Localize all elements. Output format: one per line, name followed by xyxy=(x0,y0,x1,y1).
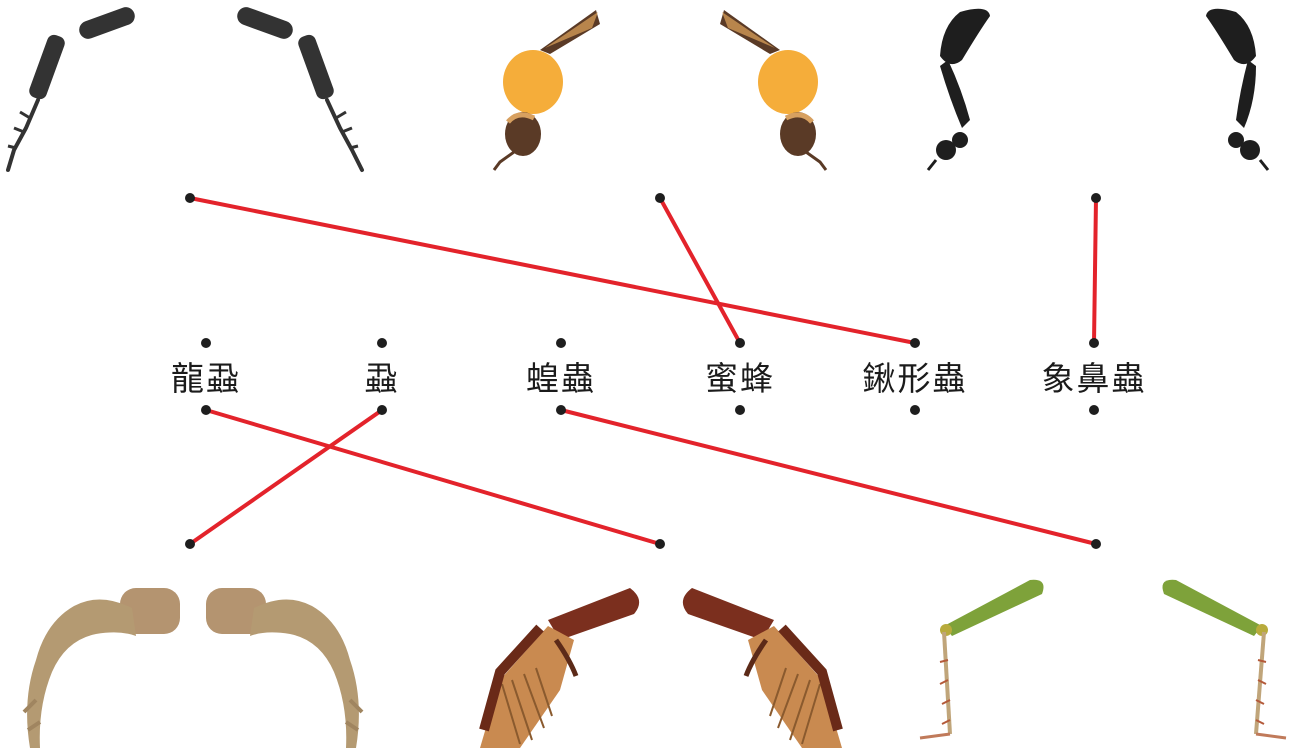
dot-weevil-leg[interactable] xyxy=(1091,193,1101,203)
label-bottom-dot-2[interactable] xyxy=(556,405,566,415)
label-top-dot-5[interactable] xyxy=(1089,338,1099,348)
label-bottom-dot-3[interactable] xyxy=(735,405,745,415)
match-line-beetle-black-leg xyxy=(188,196,917,345)
beetle-black-leg-right-icon xyxy=(237,7,364,172)
diving-beetle-leg-right-icon xyxy=(206,588,364,748)
match-line-mole-cricket-leg xyxy=(204,408,662,546)
label-bottom-dot-5[interactable] xyxy=(1089,405,1099,415)
dot-beetle-black-leg[interactable] xyxy=(185,193,195,203)
beetle-black-leg-left-icon xyxy=(6,7,135,172)
label-top-dot-2[interactable] xyxy=(556,338,566,348)
label-stag-beetle: 鍬形蟲 xyxy=(862,359,968,398)
weevil-leg-left-icon xyxy=(926,8,990,171)
grasshopper-leg-left-icon xyxy=(919,579,1044,740)
label-bottom-dot-0[interactable] xyxy=(201,405,211,415)
mole-cricket-leg-left-icon xyxy=(479,588,640,748)
label-dragonfly-beetle: 龍蝨 xyxy=(171,359,241,398)
mole-cricket-leg-right-icon xyxy=(682,588,843,748)
bee-leg-left-icon xyxy=(492,10,600,171)
label-bottom-dot-4[interactable] xyxy=(910,405,920,415)
match-line-bee-leg xyxy=(658,196,742,345)
dot-grasshopper-leg[interactable] xyxy=(1091,539,1101,549)
dot-mole-cricket-leg[interactable] xyxy=(655,539,665,549)
label-weevil: 象鼻蟲 xyxy=(1041,359,1147,398)
label-top-dot-3[interactable] xyxy=(735,338,745,348)
label-bee: 蜜蜂 xyxy=(705,359,775,398)
label-louse: 蝨 xyxy=(364,359,400,398)
match-line-weevil-leg xyxy=(1092,196,1098,345)
label-locust: 蝗蟲 xyxy=(526,359,596,398)
label-top-dot-4[interactable] xyxy=(910,338,920,348)
bee-leg-right-icon xyxy=(720,10,828,171)
match-line-grasshopper-leg xyxy=(559,408,1098,546)
dot-diving-beetle-leg[interactable] xyxy=(185,539,195,549)
match-line-diving-beetle-leg xyxy=(188,408,384,546)
dot-bee-leg[interactable] xyxy=(655,193,665,203)
label-bottom-dot-1[interactable] xyxy=(377,405,387,415)
label-top-dot-0[interactable] xyxy=(201,338,211,348)
weevil-leg-right-icon xyxy=(1206,8,1270,171)
label-top-dot-1[interactable] xyxy=(377,338,387,348)
grasshopper-leg-right-icon xyxy=(1162,579,1287,740)
diving-beetle-leg-left-icon xyxy=(22,588,180,748)
